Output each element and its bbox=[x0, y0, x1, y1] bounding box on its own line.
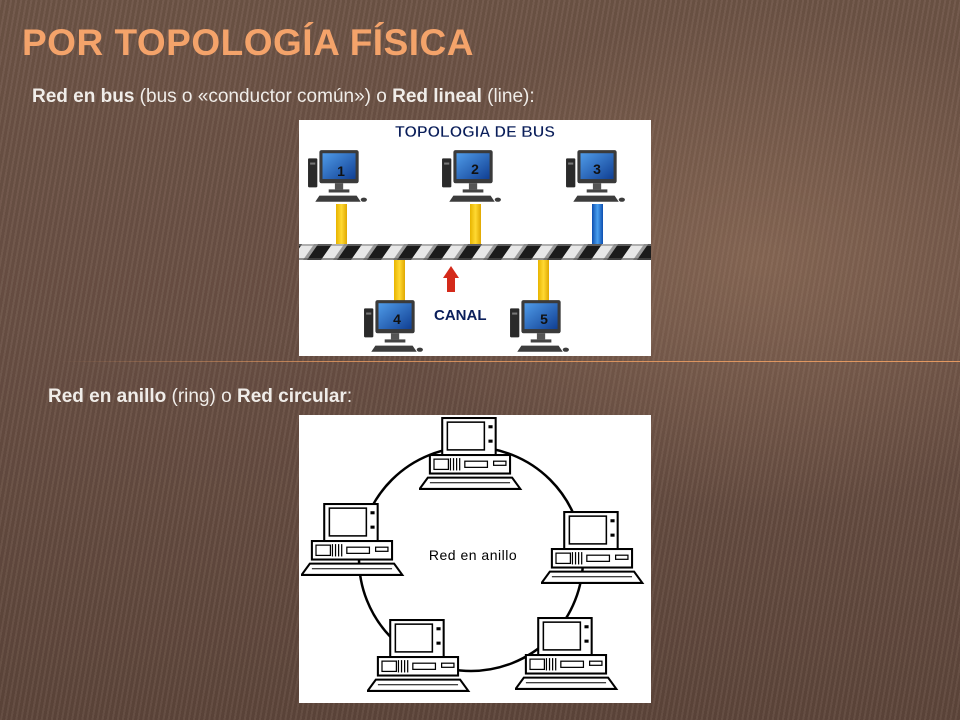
bus-node-2: 2 bbox=[442, 150, 501, 202]
bus-node-5-label: 5 bbox=[540, 311, 548, 327]
canal-label: CANAL bbox=[434, 307, 487, 324]
drop-line-2 bbox=[470, 204, 481, 244]
ring-center-label: Red en anillo bbox=[429, 547, 517, 563]
ring-node-left bbox=[301, 503, 404, 576]
ring-caption-bold-1: Red en anillo bbox=[48, 386, 167, 407]
ring-node-bottom-left bbox=[367, 619, 470, 692]
section-divider bbox=[60, 361, 960, 362]
bus-topology-diagram: TOPOLOGIA DE BUS CANAL 1 2 bbox=[299, 124, 651, 352]
bus-cable bbox=[299, 244, 651, 260]
bus-caption-text-2: (line): bbox=[481, 86, 535, 107]
ring-caption: Red en anillo (ring) o Red circular: bbox=[48, 386, 352, 408]
bus-caption-bold-2: Red lineal bbox=[392, 86, 482, 107]
bus-caption-text-1: (bus o «conductor común») o bbox=[134, 86, 393, 107]
bus-node-3-label: 3 bbox=[593, 161, 601, 177]
slide-title: POR TOPOLOGÍA FÍSICA bbox=[22, 22, 474, 63]
ring-caption-bold-2: Red circular bbox=[237, 386, 347, 407]
bus-node-5: 5 bbox=[510, 300, 569, 352]
bus-figure-title: TOPOLOGIA DE BUS bbox=[395, 124, 555, 141]
bus-topology-figure: TOPOLOGIA DE BUS CANAL 1 2 bbox=[299, 120, 651, 356]
ring-caption-text-1: (ring) o bbox=[166, 386, 237, 407]
bus-node-1: 1 bbox=[308, 150, 367, 202]
ring-topology-figure: Red en anillo bbox=[299, 415, 651, 703]
ring-node-right bbox=[541, 511, 644, 584]
bus-node-3: 3 bbox=[566, 150, 625, 202]
drop-line-4 bbox=[394, 260, 405, 304]
drop-line-3 bbox=[592, 204, 603, 244]
drop-line-1 bbox=[336, 204, 347, 244]
bus-node-4-label: 4 bbox=[393, 311, 401, 327]
canal-arrow-icon bbox=[443, 266, 459, 292]
bus-node-2-label: 2 bbox=[471, 161, 479, 177]
bus-caption-bold-1: Red en bus bbox=[32, 86, 135, 107]
bus-caption: Red en bus (bus o «conductor común») o R… bbox=[32, 86, 535, 108]
bus-node-4: 4 bbox=[364, 300, 423, 352]
ring-topology-diagram: Red en anillo bbox=[301, 417, 644, 692]
ring-caption-text-2: : bbox=[346, 386, 353, 407]
drop-line-5 bbox=[538, 260, 549, 304]
bus-node-1-label: 1 bbox=[337, 163, 345, 179]
